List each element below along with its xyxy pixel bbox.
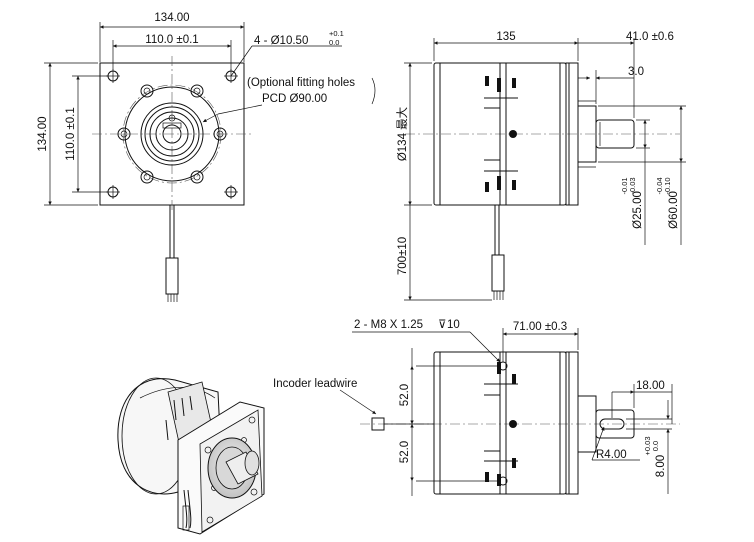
- iso-view: [117, 377, 265, 535]
- shaft-tol-upper: -0.01: [620, 177, 629, 194]
- dim-vertical-upper: 52.0: [399, 384, 411, 406]
- shaft-tol-lower: -0.03: [628, 177, 637, 194]
- leadwire-label: Incoder leadwire: [273, 378, 357, 390]
- side-ribs: [484, 76, 518, 192]
- encoder-connector: [371, 417, 385, 431]
- dim-height-holes: 110.0 ±0.1: [65, 107, 77, 160]
- front-view: 134.00 110.0 ±0.1 134.00 110.0 ±0.1 4 - …: [37, 12, 376, 302]
- optional-holes-line1: (Optional fitting holes: [247, 77, 355, 89]
- dim-width-overall: 134.00: [154, 12, 189, 24]
- dim-shaft-length: 41.0 ±0.6: [626, 31, 674, 43]
- dim-vertical-lower: 52.0: [399, 441, 411, 463]
- hole-tol-upper: +0.1: [329, 29, 344, 38]
- key-tol-upper: +0.03: [643, 437, 652, 456]
- key-tol-lower: 0.0: [651, 441, 660, 451]
- optional-holes-pcd: PCD Ø90.00: [262, 93, 327, 105]
- dim-shaft-diameter: Ø25.00: [632, 191, 644, 229]
- key-slot: [599, 418, 625, 430]
- dim-width-holes: 110.0 ±0.1: [145, 34, 198, 46]
- dim-height-overall: 134.00: [37, 116, 49, 151]
- front-lead-wire: [165, 205, 179, 302]
- corner-holes: [106, 69, 238, 199]
- dim-pilot-diameter: Ø60.00: [668, 191, 680, 229]
- dim-lead-length: 700±10: [397, 237, 409, 275]
- dim-step-length: 3.0: [628, 66, 644, 78]
- dim-body-diameter: Ø134 最大: [395, 106, 409, 161]
- bottom-shaft: [595, 409, 635, 439]
- bottom-view: Incoder leadwire 52.0 52.0 71.00 ±0.3 2 …: [273, 319, 680, 496]
- pilot-tol-upper: -0.04: [655, 177, 664, 194]
- dim-key-width: 8.00: [655, 455, 667, 477]
- dim-tapped-offset: 71.00 ±0.3: [513, 321, 567, 333]
- side-shaft: [595, 119, 635, 149]
- pilot-tol-lower: -0.10: [663, 177, 672, 194]
- dim-body-length: 135: [496, 31, 515, 43]
- pcd-circle: [122, 84, 222, 184]
- tapped-depth-symbol: ⊽: [438, 319, 446, 331]
- dim-key-length: 18.00: [636, 380, 665, 392]
- key-radius: R4.00: [596, 449, 627, 461]
- tapped-depth: 10: [447, 319, 460, 331]
- side-view: 135 41.0 ±0.6 3.0 Ø134 最大 700±10 Ø25.00 …: [395, 31, 686, 301]
- hole-callout: 4 - Ø10.50: [254, 35, 308, 47]
- tapped-holes-callout: 2 - M8 X 1.25: [354, 319, 423, 331]
- hole-tol-lower: 0.0: [329, 38, 339, 47]
- pcd-holes: [117, 84, 227, 184]
